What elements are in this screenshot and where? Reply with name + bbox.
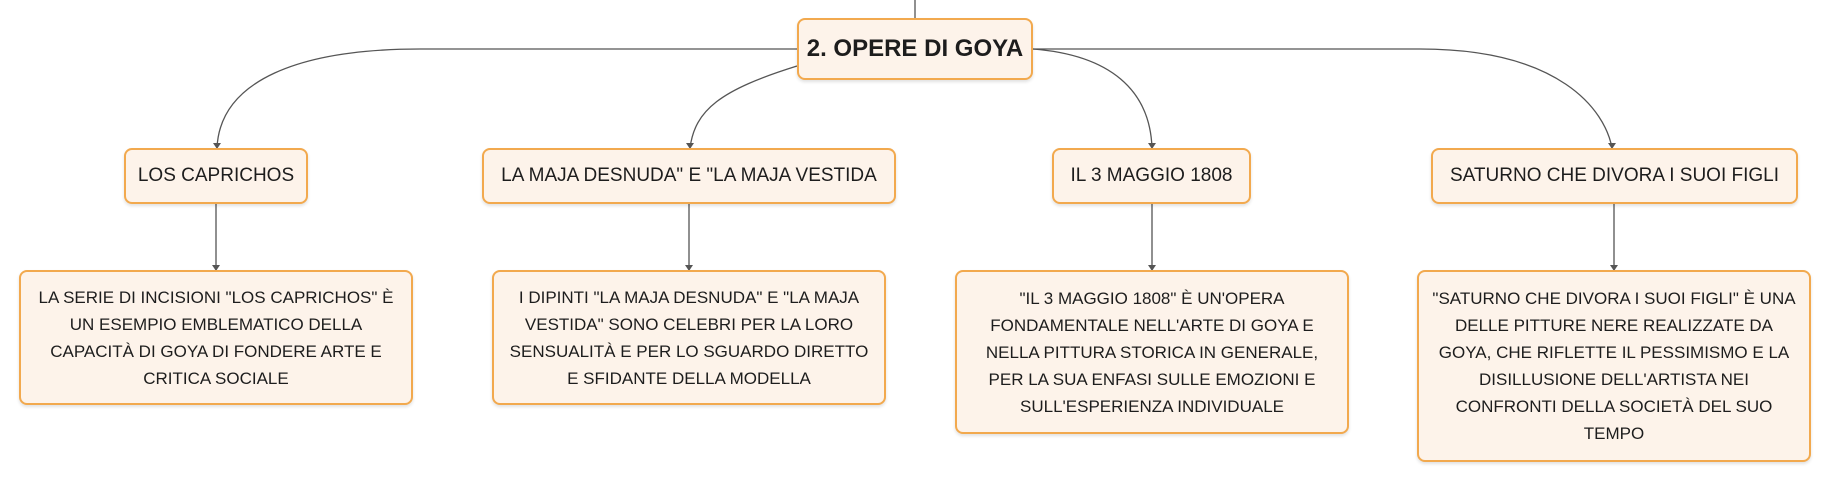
arrowhead-detail-3: [1148, 265, 1156, 271]
connector-root-topic-4: [1033, 48, 1613, 149]
detail-node-la-maja[interactable]: I DIPINTI "LA MAJA DESNUDA" E "LA MAJA V…: [492, 270, 886, 405]
arrowhead-detail-4: [1610, 265, 1618, 271]
arrowhead-topic-3: [1148, 143, 1156, 149]
topic-node-la-maja[interactable]: LA MAJA DESNUDA" E "LA MAJA VESTIDA: [482, 148, 896, 204]
arrowhead-topic-2: [686, 143, 694, 149]
root-node[interactable]: 2. OPERE DI GOYA: [797, 18, 1033, 80]
topic-node-saturno[interactable]: SATURNO CHE DIVORA I SUOI FIGLI: [1431, 148, 1798, 204]
arrowhead-topic-4: [1608, 143, 1616, 149]
detail-node-los-caprichos[interactable]: LA SERIE DI INCISIONI "LOS CAPRICHOS" È …: [19, 270, 413, 405]
arrowhead-detail-1: [212, 265, 220, 271]
arrowhead-topic-1: [213, 143, 221, 149]
connector-root-topic-2: [689, 65, 798, 149]
detail-node-3-maggio-1808[interactable]: "IL 3 MAGGIO 1808" È UN'OPERA FONDAMENTA…: [955, 270, 1349, 434]
arrowhead-detail-2: [685, 265, 693, 271]
detail-node-saturno[interactable]: "SATURNO CHE DIVORA I SUOI FIGLI" È UNA …: [1417, 270, 1811, 462]
connector-root-topic-3: [1032, 48, 1153, 149]
topic-node-los-caprichos[interactable]: LOS CAPRICHOS: [124, 148, 308, 204]
connector-root-topic-1: [216, 48, 797, 149]
topic-node-3-maggio-1808[interactable]: IL 3 MAGGIO 1808: [1052, 148, 1251, 204]
